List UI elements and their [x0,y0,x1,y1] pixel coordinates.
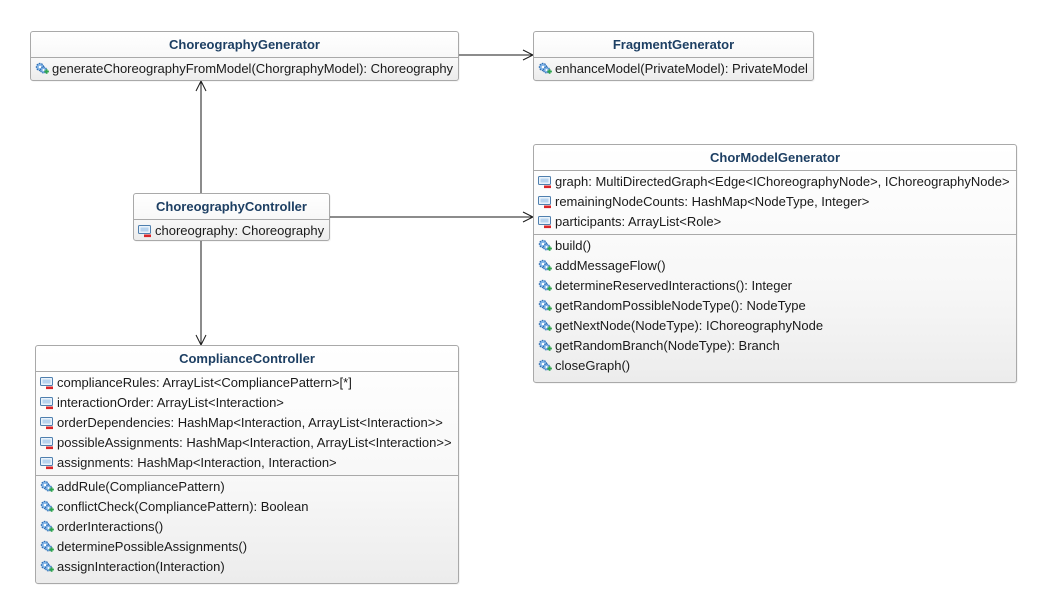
public-method-icon [538,62,552,76]
public-method-icon [40,480,54,494]
attribute-label: assignments: HashMap<Interaction, Intera… [57,455,337,470]
private-attribute-icon [40,456,54,470]
class-name: FragmentGenerator [612,37,735,52]
public-method-icon [538,359,552,373]
attribute-row[interactable]: possibleAssignments: HashMap<Interaction… [36,433,458,453]
class-name: ComplianceController [179,351,315,366]
method-section: build() addMessageFlow() determineReserved… [534,234,1016,378]
method-row[interactable]: getNextNode(NodeType): IChoreographyNode [534,316,1016,336]
method-label: determinePossibleAssignments() [57,539,248,554]
method-row[interactable]: addMessageFlow() [534,256,1016,276]
attribute-section: complianceRules: ArrayList<CompliancePat… [36,371,458,475]
class-name: ChorModelGenerator [709,150,840,165]
attribute-row[interactable]: remainingNodeCounts: HashMap<NodeType, I… [534,192,1016,212]
method-label: conflictCheck(CompliancePattern): Boolea… [57,499,309,514]
public-method-icon [40,560,54,574]
method-label: addRule(CompliancePattern) [57,479,225,494]
method-section: addRule(CompliancePattern) conflictCheck(… [36,475,458,579]
class-compliance-controller[interactable]: ComplianceController complianceRules: Ar… [35,345,459,584]
method-row[interactable]: addRule(CompliancePattern) [36,477,458,497]
method-label: build() [555,238,592,253]
method-label: getRandomPossibleNodeType(): NodeType [555,298,806,313]
private-attribute-icon [538,195,552,209]
private-attribute-icon [40,396,54,410]
method-label: enhanceModel(PrivateModel): PrivateModel [555,61,808,76]
attribute-section: choreography: Choreography [134,219,329,243]
method-label: closeGraph() [555,358,631,373]
method-label: assignInteraction(Interaction) [57,559,225,574]
attribute-label: complianceRules: ArrayList<CompliancePat… [57,375,352,390]
attribute-row[interactable]: orderDependencies: HashMap<Interaction, … [36,413,458,433]
public-method-icon [538,319,552,333]
public-method-icon [40,520,54,534]
private-attribute-icon [138,224,152,238]
public-method-icon [538,339,552,353]
public-method-icon [538,239,552,253]
attribute-label: interactionOrder: ArrayList<Interaction> [57,395,284,410]
method-label: getRandomBranch(NodeType): Branch [555,338,780,353]
public-method-icon [40,540,54,554]
public-method-icon [40,500,54,514]
public-method-icon [35,62,49,76]
attribute-row[interactable]: graph: MultiDirectedGraph<Edge<IChoreogr… [534,172,1016,192]
attribute-row[interactable]: assignments: HashMap<Interaction, Intera… [36,453,458,473]
private-attribute-icon [40,376,54,390]
method-row[interactable]: assignInteraction(Interaction) [36,557,458,577]
public-method-icon [538,259,552,273]
method-row[interactable]: getRandomBranch(NodeType): Branch [534,336,1016,356]
arrowhead-choreographygenerator [195,79,207,92]
method-section: generateChoreographyFromModel(Chorgraphy… [31,57,458,81]
attribute-row[interactable]: participants: ArrayList<Role> [534,212,1016,232]
attribute-row[interactable]: complianceRules: ArrayList<CompliancePat… [36,373,458,393]
private-attribute-icon [40,436,54,450]
method-row[interactable]: closeGraph() [534,356,1016,376]
method-label: addMessageFlow() [555,258,666,273]
method-section: enhanceModel(PrivateModel): PrivateModel [534,57,813,81]
class-name: ChoreographyController [156,199,307,214]
class-fragment-generator[interactable]: FragmentGenerator enhanceModel(PrivateMo… [533,31,814,81]
public-method-icon [538,279,552,293]
attribute-label: participants: ArrayList<Role> [555,214,722,229]
method-row[interactable]: generateChoreographyFromModel(Chorgraphy… [31,59,458,79]
private-attribute-icon [538,175,552,189]
private-attribute-icon [40,416,54,430]
class-choreography-generator[interactable]: ChoreographyGenerator generateChoreograp… [30,31,459,81]
attribute-label: remainingNodeCounts: HashMap<NodeType, I… [555,194,870,209]
attribute-label: graph: MultiDirectedGraph<Edge<IChoreogr… [555,174,1010,189]
method-row[interactable]: determinePossibleAssignments() [36,537,458,557]
method-row[interactable]: build() [534,236,1016,256]
method-label: determineReservedInteractions(): Integer [555,278,793,293]
class-name: ChoreographyGenerator [169,37,320,52]
method-label: orderInteractions() [57,519,164,534]
attribute-section: graph: MultiDirectedGraph<Edge<IChoreogr… [534,170,1016,234]
attribute-row[interactable]: choreography: Choreography [134,221,329,241]
method-row[interactable]: getRandomPossibleNodeType(): NodeType [534,296,1016,316]
method-row[interactable]: conflictCheck(CompliancePattern): Boolea… [36,497,458,517]
method-row[interactable]: determineReservedInteractions(): Integer [534,276,1016,296]
method-label: getNextNode(NodeType): IChoreographyNode [555,318,824,333]
method-row[interactable]: orderInteractions() [36,517,458,537]
public-method-icon [538,299,552,313]
class-choreography-controller[interactable]: ChoreographyController choreography: Cho… [133,193,330,241]
attribute-label: possibleAssignments: HashMap<Interaction… [57,435,452,450]
class-chor-model-generator[interactable]: ChorModelGenerator graph: MultiDirectedG… [533,144,1017,383]
attribute-label: orderDependencies: HashMap<Interaction, … [57,415,443,430]
attribute-label: choreography: Choreography [155,223,325,238]
private-attribute-icon [538,215,552,229]
attribute-row[interactable]: interactionOrder: ArrayList<Interaction> [36,393,458,413]
method-row[interactable]: enhanceModel(PrivateModel): PrivateModel [534,59,813,79]
method-label: generateChoreographyFromModel(Chorgraphy… [52,61,454,76]
